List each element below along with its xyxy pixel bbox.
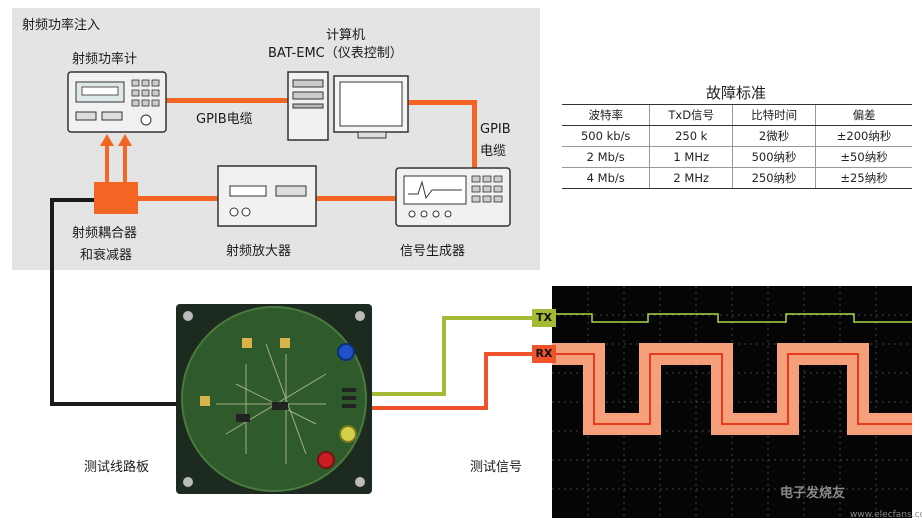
tx-tag: TX (532, 309, 556, 327)
cell: 250 k (649, 125, 733, 147)
rx-trace (552, 353, 912, 425)
test-board-pcb (181, 306, 367, 492)
coupler-to-amp-wire (136, 196, 220, 201)
rf-power-meter-device (67, 71, 167, 133)
gpib-cable-vertical (472, 100, 477, 172)
table-row: 2 Mb/s 1 MHz 500纳秒 ±50纳秒 (562, 146, 912, 168)
computer-label: 计算机 (326, 28, 366, 43)
watermark-brand: 电子发烧友 (780, 486, 846, 501)
test-signal-label: 测试信号 (470, 460, 523, 475)
cell: 250纳秒 (732, 167, 816, 189)
gpib-label-line2: 电缆 (480, 144, 507, 159)
meter-to-pc-wire (360, 100, 476, 105)
table-row: 500 kb/s 250 k 2微秒 ±200纳秒 (562, 125, 912, 147)
computer-device (287, 71, 409, 141)
cell: ±200纳秒 (815, 125, 912, 147)
header-bit-time: 比特时间 (732, 104, 816, 126)
table-header-row: 波特率 TxD信号 比特时间 偏差 (562, 104, 912, 126)
power-meter-label: 射频功率计 (72, 52, 138, 67)
coupler-sublabel: 和衰减器 (80, 248, 133, 263)
test-board-label: 测试线路板 (84, 460, 150, 475)
signal-generator-device (395, 167, 511, 227)
computer-sublabel: BAT-EMC（仪表控制） (268, 46, 403, 61)
coupler-arrows (100, 134, 132, 184)
cell: 1 MHz (649, 146, 733, 168)
cell: 2 MHz (649, 167, 733, 189)
table-row: 4 Mb/s 2 MHz 250纳秒 ±25纳秒 (562, 167, 912, 189)
header-deviation: 偏差 (815, 104, 912, 126)
cell: ±50纳秒 (815, 146, 912, 168)
header-baud: 波特率 (562, 104, 650, 126)
cell: ±25纳秒 (815, 167, 912, 189)
signal-generator-label: 信号生成器 (400, 244, 466, 259)
cell: 500 kb/s (562, 125, 650, 147)
rf-coupler-block (94, 182, 138, 214)
gpib-cable-label: GPIB电缆 (196, 112, 253, 127)
coupler-label: 射频耦合器 (72, 226, 138, 241)
amplifier-label: 射频放大器 (226, 244, 292, 259)
watermark-url: www.elecfans.com (850, 510, 922, 520)
gpib-cable-horizontal (166, 98, 316, 103)
cell: 2 Mb/s (562, 146, 650, 168)
rf-amplifier-device (217, 165, 317, 227)
rx-tag: RX (532, 345, 556, 363)
amp-to-gen-wire (314, 196, 398, 201)
header-txd: TxD信号 (649, 104, 733, 126)
tx-trace (552, 313, 912, 323)
cell: 2微秒 (732, 125, 816, 147)
fault-criteria-table: 波特率 TxD信号 比特时间 偏差 500 kb/s 250 k 2微秒 ±20… (562, 104, 912, 189)
cell: 500纳秒 (732, 146, 816, 168)
panel-title: 射频功率注入 (22, 18, 101, 33)
oscilloscope-traces (552, 286, 912, 518)
gpib-label-line1: GPIB (480, 122, 511, 137)
cell: 4 Mb/s (562, 167, 650, 189)
fault-table-title: 故障标准 (705, 84, 766, 102)
